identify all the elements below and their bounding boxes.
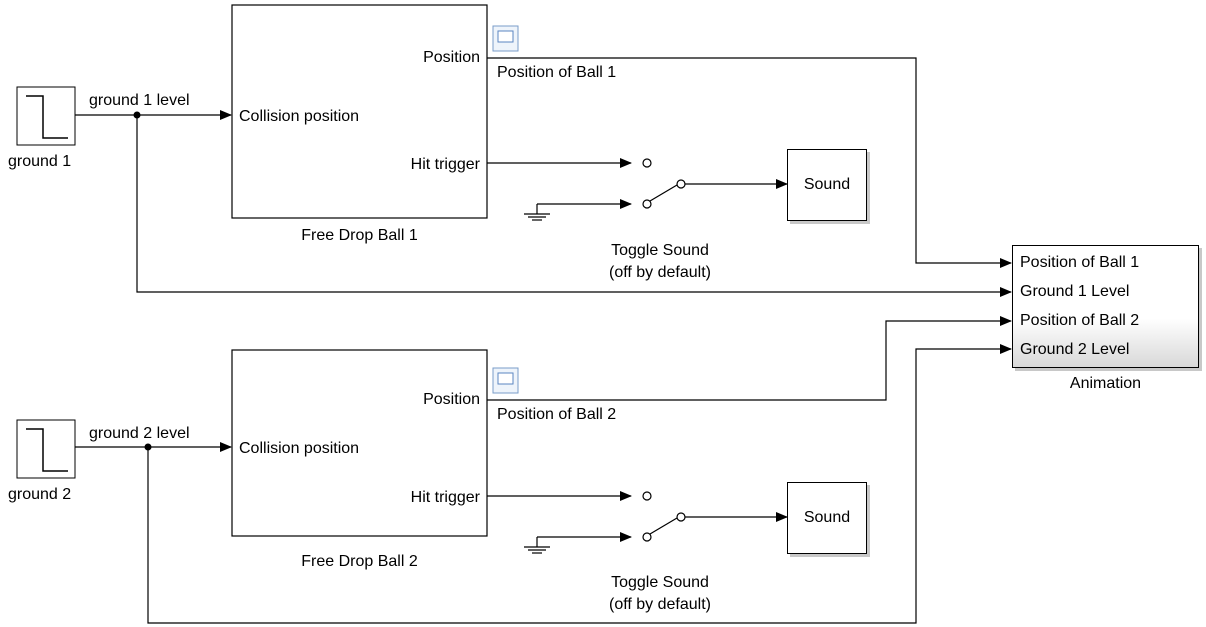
hit-trigger-port: Hit trigger: [410, 489, 480, 506]
ground-2-level-branch-wire[interactable]: [147, 344, 1012, 624]
animation-port-label: Position of Ball 1: [1020, 254, 1140, 271]
viewer-icon[interactable]: [492, 367, 519, 394]
ground-1-level-branch-wire[interactable]: [136, 115, 1012, 297]
toggle-sound-1-sublabel: (off by default): [609, 264, 711, 281]
position-port: Position: [423, 391, 480, 408]
viewer-icon[interactable]: [492, 25, 519, 52]
ground-2-block[interactable]: [16, 419, 76, 479]
free-drop-ball-2-frame[interactable]: [231, 349, 488, 537]
toggle-switch-1[interactable]: [642, 158, 686, 209]
step-icon: [26, 428, 68, 472]
collision-position-port: Collision position: [239, 440, 360, 457]
free-drop-ball-1-name: Free Drop Ball 1: [301, 227, 418, 244]
free-drop-ball-2-name: Free Drop Ball 2: [301, 553, 418, 570]
toggle-sound-1-label: Toggle Sound: [611, 242, 709, 259]
toggle-sound-2-label: Toggle Sound: [611, 574, 709, 591]
hit-trigger-port: Hit trigger: [410, 156, 480, 173]
animation-port-label: Ground 2 Level: [1020, 341, 1130, 358]
ground-2-block-name: ground 2: [8, 486, 72, 503]
toggle-switch-2[interactable]: [642, 491, 686, 542]
animation-port-label: Ground 1 Level: [1020, 283, 1130, 300]
toggle-sound-2-sublabel: (off by default): [609, 596, 711, 613]
position-ball-1-wire[interactable]: [487, 57, 1012, 268]
sound-block-label: Sound: [803, 509, 851, 526]
ground-1-block-name: ground 1: [8, 153, 72, 170]
electrical-ground-icon: [524, 537, 550, 554]
sound-block-1[interactable]: Sound: [787, 149, 867, 221]
step-icon: [26, 95, 68, 139]
animation-port-label: Position of Ball 2: [1020, 312, 1140, 329]
position-ball-1-signal-label[interactable]: Position of Ball 1: [497, 64, 617, 81]
animation-block[interactable]: Position of Ball 1 Ground 1 Level Positi…: [1012, 245, 1199, 368]
free-drop-ball-1-frame[interactable]: [231, 4, 488, 219]
animation-block-name: Animation: [1069, 375, 1142, 392]
ground-1-block[interactable]: [16, 86, 76, 146]
sound-block-label: Sound: [803, 176, 851, 193]
ground-2-level-signal-label[interactable]: ground 2 level: [89, 425, 190, 442]
sound-block-2[interactable]: Sound: [787, 482, 867, 554]
position-ball-2-signal-label[interactable]: Position of Ball 2: [497, 406, 617, 423]
electrical-ground-icon: [524, 204, 550, 221]
position-port: Position: [423, 49, 480, 66]
collision-position-port: Collision position: [239, 108, 360, 125]
position-ball-2-wire[interactable]: [487, 316, 1012, 401]
ground-1-level-signal-label[interactable]: ground 1 level: [89, 92, 190, 109]
